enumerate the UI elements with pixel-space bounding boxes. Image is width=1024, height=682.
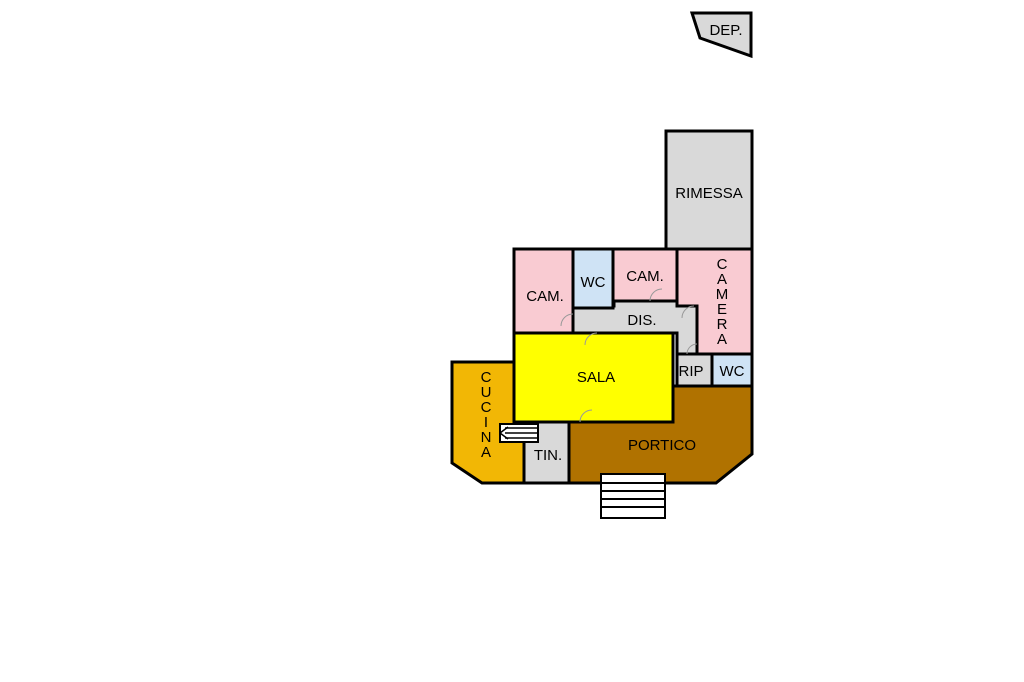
label-cucina-letter: I [484,414,488,431]
label-deposito: DEP. [709,22,742,39]
label-camera-letter: R [717,316,728,333]
label-camera-letter: E [717,301,727,318]
label-cucina-letter: C [481,369,492,386]
door-arc [649,288,663,302]
room-deposito [689,11,753,59]
room-sala [512,331,675,424]
label-rimessa: RIMESSA [675,185,743,202]
label-camera-letter: A [717,271,727,288]
label-camera-letter: A [717,331,727,348]
stair-arrow [499,426,509,434]
steps-box [600,473,666,519]
label-camera-mid: CAM. [626,268,664,285]
door-arc [584,332,598,346]
label-sala: SALA [577,369,615,386]
label-cucina-letter: C [481,399,492,416]
label-ripostiglio: RIP [678,363,703,380]
door-arc [686,343,698,355]
label-cucina-letter: N [481,429,492,446]
label-camera-left: CAM. [526,288,564,305]
door-arc [579,409,593,423]
label-cucina: C U C I N A [481,369,492,461]
label-cucina-letter: A [481,444,491,461]
room-camera-mid [611,247,679,303]
door-arc [560,313,574,327]
room-rimessa [664,129,754,252]
label-wc-right: WC [720,363,745,380]
label-disimpegno: DIS. [627,312,656,329]
label-camera-right: C A M E R A [716,256,729,348]
label-portico: PORTICO [628,437,696,454]
label-cucina-letter: U [481,384,492,401]
label-camera-letter: C [717,256,728,273]
room-wc-right [710,352,754,388]
label-wc-top: WC [581,274,606,291]
door-arc [681,305,695,319]
stair-arrow [499,432,509,440]
entrance-steps [600,473,666,519]
label-tinello: TIN. [534,447,562,464]
interior-stair [499,423,539,443]
label-camera-letter: M [716,286,729,303]
